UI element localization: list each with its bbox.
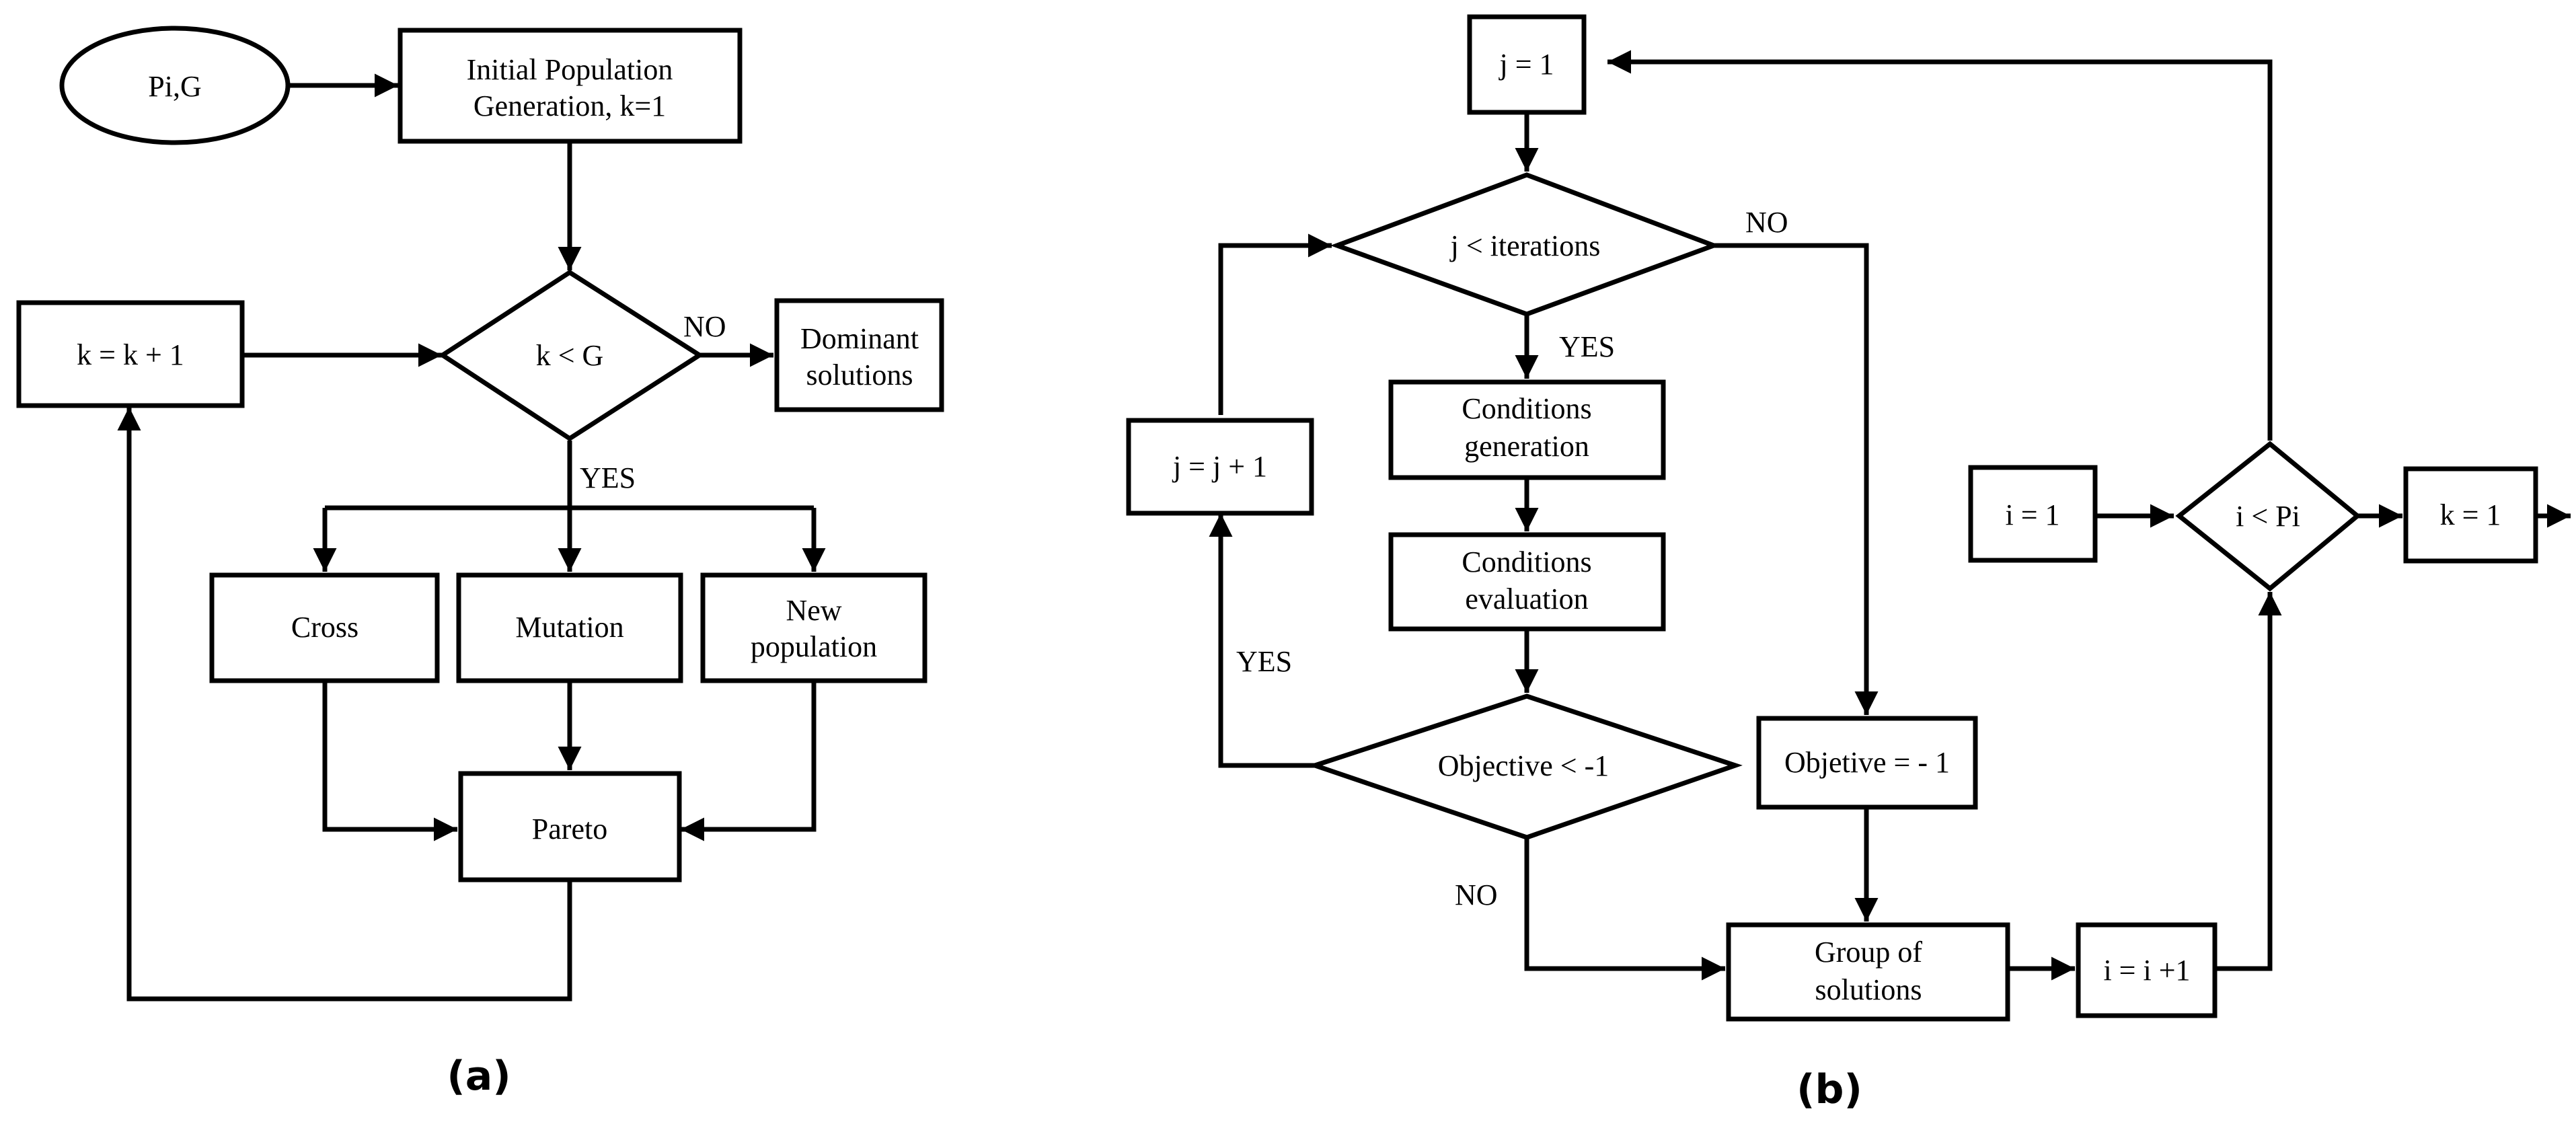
dominant-solutions-box bbox=[774, 298, 944, 412]
i-init-label: i = 1 bbox=[2005, 498, 2059, 531]
caption-a: (a) bbox=[447, 1053, 510, 1100]
cond-gen-label-1: Conditions bbox=[1462, 392, 1591, 425]
i-init-box bbox=[1968, 465, 2098, 563]
arrow-objdecision-yes-to-jincrement bbox=[1209, 513, 1315, 768]
arrow-jdecision-no-to-objassign bbox=[1714, 243, 1879, 715]
pareto-label: Pareto bbox=[532, 813, 607, 845]
yes-label-a: YES bbox=[580, 461, 636, 494]
j-decision-label: j < iterations bbox=[1449, 229, 1601, 262]
new-population-label-2: population bbox=[751, 630, 877, 663]
caption-b: (b) bbox=[1796, 1066, 1862, 1113]
panel-b-connectors bbox=[1209, 50, 2571, 981]
group-of-solutions-box bbox=[1726, 922, 2010, 1022]
j-init-label: j = 1 bbox=[1498, 48, 1554, 81]
i-decision-label: i < Pi bbox=[2236, 500, 2300, 533]
j-increment-box bbox=[1126, 418, 1314, 516]
panel-b: j = 1 j < iterations NO YES Conditions g… bbox=[1126, 14, 2571, 1113]
conditions-generation-box bbox=[1388, 379, 1666, 480]
objective-assign-box bbox=[1756, 716, 1978, 810]
decision-k-label: k < G bbox=[536, 339, 604, 372]
decision-i-less-pi bbox=[2175, 441, 2361, 592]
mutation-box bbox=[456, 572, 683, 683]
pareto-box bbox=[458, 771, 682, 882]
j-init-box bbox=[1467, 14, 1587, 115]
cond-eval-label-2: evaluation bbox=[1465, 582, 1588, 615]
arrow-objdecision-no-to-group bbox=[1524, 837, 1725, 981]
panel-a: Pi,G Initial Population Generation, k=1 … bbox=[16, 26, 944, 1100]
k-init-box bbox=[2403, 466, 2538, 564]
dominant-label-1: Dominant bbox=[800, 322, 919, 355]
init-population-label-1: Initial Population bbox=[467, 53, 673, 86]
cross-box bbox=[209, 572, 440, 683]
obj-decision-label: Objective < -1 bbox=[1438, 749, 1609, 782]
k-init-label: k = 1 bbox=[2440, 498, 2501, 531]
k-increment-label: k = k + 1 bbox=[77, 338, 184, 371]
new-population-label-1: New bbox=[786, 594, 841, 627]
obj-assign-label: Objetive = - 1 bbox=[1784, 746, 1950, 779]
yes-label-top: YES bbox=[1559, 330, 1615, 363]
init-population-label-2: Generation, k=1 bbox=[473, 89, 666, 122]
group-label-2: solutions bbox=[1815, 973, 1922, 1006]
no-label-a: NO bbox=[683, 310, 726, 343]
arrow-cross-to-pareto bbox=[322, 681, 457, 841]
decision-k-less-g bbox=[438, 269, 704, 442]
cond-gen-label-2: generation bbox=[1464, 430, 1589, 463]
i-increment-box bbox=[2076, 922, 2218, 1018]
arrow-pareto-loop-to-increment bbox=[117, 407, 572, 1002]
dominant-label-2: solutions bbox=[806, 359, 913, 391]
panel-a-connectors bbox=[117, 73, 826, 1002]
group-label-1: Group of bbox=[1815, 936, 1922, 969]
new-population-box bbox=[700, 572, 927, 683]
k-increment-box bbox=[16, 300, 245, 408]
arrow-jincrement-to-jdecision bbox=[1218, 233, 1332, 415]
decision-objective-less-minus-1 bbox=[1307, 693, 1743, 840]
arrow-idecision-to-jinit bbox=[1607, 50, 2273, 441]
no-label-top: NO bbox=[1745, 206, 1788, 239]
cond-eval-label-1: Conditions bbox=[1462, 545, 1591, 578]
cross-label: Cross bbox=[291, 611, 358, 644]
start-ellipse-pi-g bbox=[59, 26, 291, 145]
no-label-bottom: NO bbox=[1455, 878, 1498, 911]
start-label: Pi,G bbox=[148, 70, 201, 103]
mutation-label: Mutation bbox=[515, 611, 623, 644]
decision-j-less-iterations bbox=[1330, 172, 1721, 317]
yes-label-left: YES bbox=[1236, 645, 1292, 678]
arrow-iincrement-to-idecision bbox=[2215, 592, 2282, 971]
init-population-box bbox=[397, 28, 743, 144]
conditions-evaluation-box bbox=[1388, 532, 1666, 632]
j-increment-label: j = j + 1 bbox=[1172, 450, 1267, 483]
i-increment-label: i = i +1 bbox=[2103, 954, 2190, 987]
arrow-newpop-to-pareto bbox=[681, 681, 817, 841]
